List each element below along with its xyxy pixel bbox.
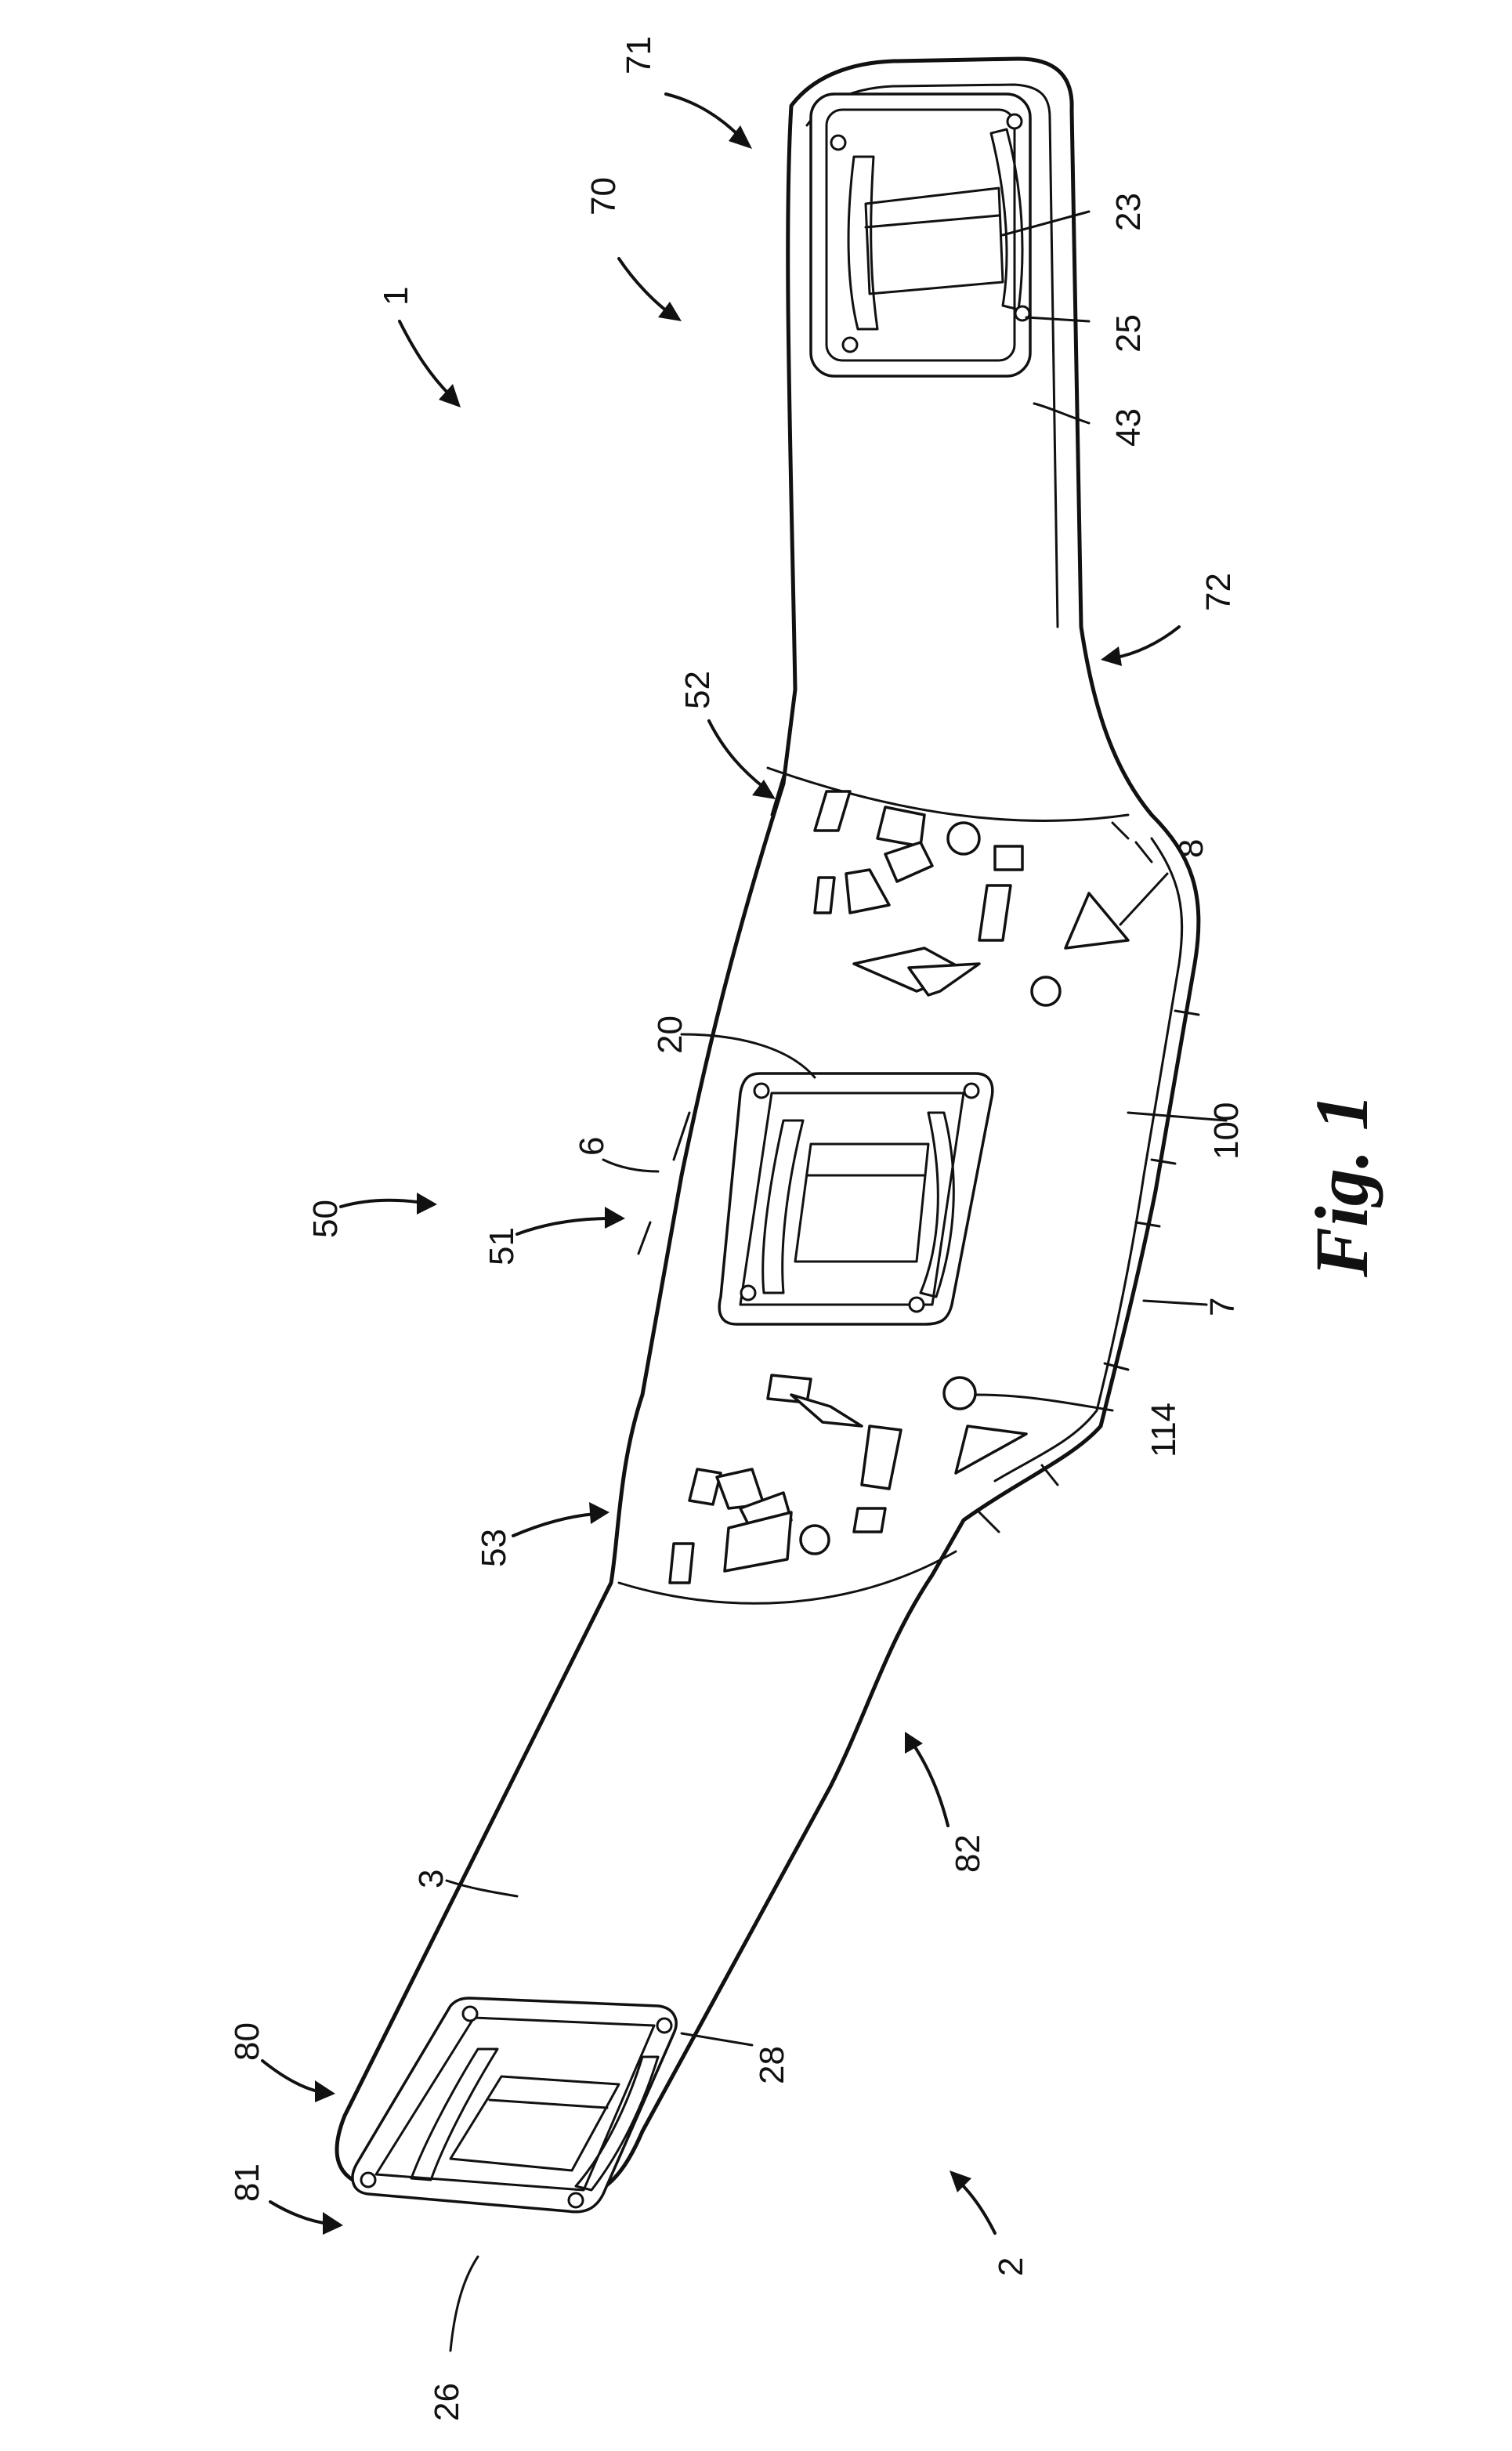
label-80: 80 [228,2022,266,2061]
top-buckle-screw-1 [831,136,845,150]
leader-6 [603,1160,658,1171]
center-buckle-screw-3 [741,1286,755,1300]
arrow-50 [341,1200,423,1207]
arrow-80-head [315,2080,335,2102]
arrow-81-head [323,2212,343,2235]
label-52: 52 [678,671,717,709]
arrow-51-head [605,1207,625,1229]
bottom-buckle-screw-1 [463,2007,477,2021]
label-50: 50 [306,1200,345,1238]
arrow-53-head [589,1502,610,1524]
arrow-52 [709,721,764,787]
cutout [670,1544,693,1583]
leader-7 [1144,1301,1206,1305]
arrow-72-head [1101,646,1122,666]
label-51: 51 [483,1227,521,1265]
label-72: 72 [1199,573,1238,611]
arrow-82 [913,1743,948,1826]
leader-26 [450,2257,478,2351]
label-6: 6 [573,1137,611,1156]
cutout-round [801,1526,829,1554]
cutout [815,878,834,913]
center-buckle-screw-2 [964,1084,978,1098]
label-81: 81 [228,2163,266,2202]
label-23: 23 [1109,193,1148,231]
arrow-50-head [417,1193,437,1215]
center-buckle-screw-4 [910,1298,924,1312]
bottom-buckle-screw-2 [657,2018,671,2033]
label-3: 3 [412,1870,450,1888]
arrow-81 [270,2202,329,2224]
top-buckle-screw-2 [1007,114,1022,129]
center-buckle-frame [719,1073,993,1324]
cutout [877,807,924,846]
label-26: 26 [428,2383,466,2421]
label-2: 2 [992,2257,1030,2276]
cutout [854,1508,885,1532]
label-20: 20 [651,1016,689,1054]
label-71: 71 [620,36,658,74]
label-7: 7 [1203,1298,1242,1316]
arrow-72 [1112,627,1179,658]
top-buckle-screw-3 [843,338,857,352]
label-100: 100 [1207,1102,1246,1160]
arrow-71 [666,94,740,137]
label-53: 53 [475,1529,513,1567]
label-82: 82 [949,1834,987,1873]
label-114: 114 [1145,1403,1183,1457]
center-buckle [719,1073,993,1324]
label-1: 1 [377,287,415,306]
bottom-buckle-screw-3 [361,2173,375,2187]
label-70: 70 [584,177,623,215]
label-8: 8 [1172,839,1210,858]
arrow-53 [513,1514,595,1536]
top-buckle [811,94,1030,376]
bottom-buckle-screw-4 [569,2193,583,2207]
arrow-51 [517,1218,611,1234]
arrow-70-head [658,302,682,321]
top-buckle-frame [811,94,1030,376]
arrow-1 [400,321,450,396]
center-buckle-screw-1 [754,1084,769,1098]
cutout-round-114 [944,1378,975,1409]
label-28: 28 [753,2046,791,2084]
label-43: 43 [1109,408,1148,447]
cutout-round [1032,977,1060,1005]
figure-caption: Fig. 1 [1300,1093,1384,1278]
cutout [995,846,1022,870]
arrow-70 [619,259,670,313]
cutout-round [948,823,979,854]
arrow-80 [262,2061,321,2092]
arrow-2 [960,2182,995,2233]
label-25: 25 [1109,314,1148,353]
arrow-82-head [905,1732,923,1754]
